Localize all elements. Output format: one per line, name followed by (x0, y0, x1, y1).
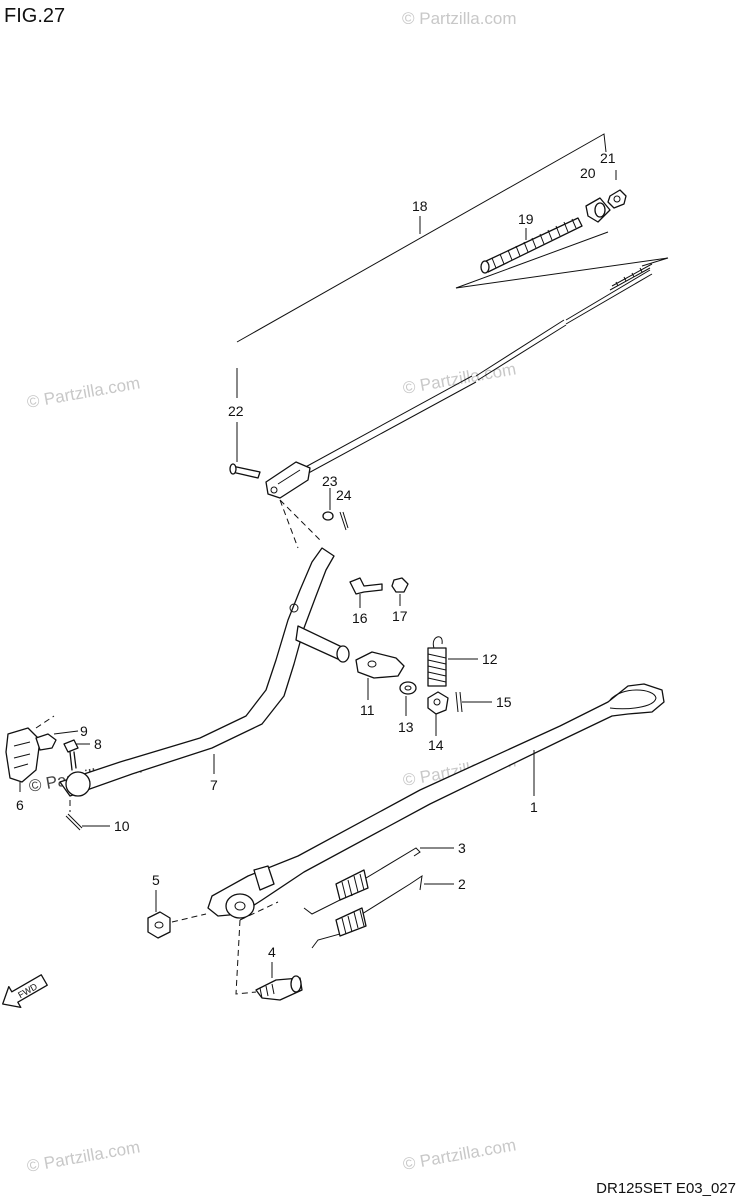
assembly-bracket-line (236, 133, 607, 343)
return-spring (427, 636, 447, 687)
pedal-hardware (349, 577, 463, 715)
nut-icon (147, 911, 171, 939)
callout-18: 18 (412, 198, 428, 214)
callout-6: 6 (16, 797, 24, 813)
callout-12: 12 (482, 651, 498, 667)
cotter-pin-icon (455, 691, 463, 713)
nut-icon (391, 577, 409, 593)
stand-foot (609, 689, 657, 710)
watermarks: © Partzilla.com © Partzilla.com © Partzi… (25, 9, 517, 1176)
callout-5: 5 (152, 872, 160, 888)
rod-joint-pin (607, 189, 627, 209)
callout-1: 1 (530, 799, 538, 815)
brake-rod (565, 269, 653, 325)
callout-21: 21 (600, 150, 616, 166)
washer-icon (322, 511, 334, 521)
cotter-pin-icon (339, 511, 349, 531)
assembly-dash-line (279, 499, 321, 549)
rod-thread (609, 263, 653, 291)
callout-20: 20 (580, 165, 596, 181)
figure-title: FIG.27 (4, 5, 65, 27)
clevis-pin (229, 463, 261, 479)
callout-17: 17 (392, 608, 408, 624)
pedal-tip (5, 727, 41, 783)
brake-rod (475, 319, 567, 381)
pivot-plate (355, 651, 405, 679)
pedal-end (65, 771, 91, 797)
brake-cable-group (229, 133, 669, 549)
callout-16: 16 (352, 610, 368, 626)
brake-pedal (5, 547, 350, 831)
callout-13: 13 (398, 719, 414, 735)
adjusting-nut (585, 197, 611, 223)
callout-23: 23 (322, 473, 338, 489)
spring-hook (253, 865, 275, 891)
tip-nut (35, 733, 57, 751)
watermark: © Partzilla.com (402, 9, 517, 28)
rod-clevis (265, 461, 311, 499)
stand-pivot (225, 893, 255, 919)
assembly-dash-line (171, 901, 279, 995)
callout-14: 14 (428, 737, 444, 753)
leader-lines (19, 170, 617, 978)
pedal-pivot-shaft (336, 645, 350, 663)
side-stand (147, 683, 665, 1001)
callout-3: 3 (458, 840, 466, 856)
brake-rod (299, 375, 477, 477)
callout-7: 7 (210, 777, 218, 793)
assembly-bracket-line (455, 231, 609, 289)
washer-icon (399, 681, 417, 695)
pedal-arm (59, 547, 335, 797)
cotter-pin-icon (65, 813, 83, 831)
callout-24: 24 (336, 487, 352, 503)
arrow-icon (2, 974, 48, 1009)
watermark: © Partzilla.com (25, 1137, 141, 1176)
nut-icon (427, 691, 449, 715)
forward-direction-arrow: FWD (2, 974, 48, 1009)
tip-bolt (63, 739, 79, 771)
watermark: © Partzilla.com (401, 359, 517, 398)
assembly-dash-line (35, 715, 71, 812)
callout-4: 4 (268, 944, 276, 960)
figure-code: DR125SET E03_027 (596, 1180, 736, 1197)
rod-spring (480, 217, 583, 274)
callout-2: 2 (458, 876, 466, 892)
callout-labels: 1 2 3 4 5 6 7 8 9 10 11 12 13 14 15 16 1… (16, 150, 616, 960)
assembly-bracket-line (455, 257, 669, 289)
watermark: © Partzilla.com (401, 1135, 517, 1174)
bolt-icon (349, 577, 383, 595)
callout-19: 19 (518, 211, 534, 227)
watermark: © Partzilla.com (25, 373, 141, 412)
callout-11: 11 (360, 702, 375, 718)
callout-22: 22 (228, 403, 244, 419)
callout-15: 15 (496, 694, 512, 710)
stand-springs (303, 847, 423, 949)
callout-8: 8 (94, 736, 102, 752)
callout-9: 9 (80, 723, 88, 739)
callout-10: 10 (114, 818, 130, 834)
spring-hook (289, 603, 299, 613)
